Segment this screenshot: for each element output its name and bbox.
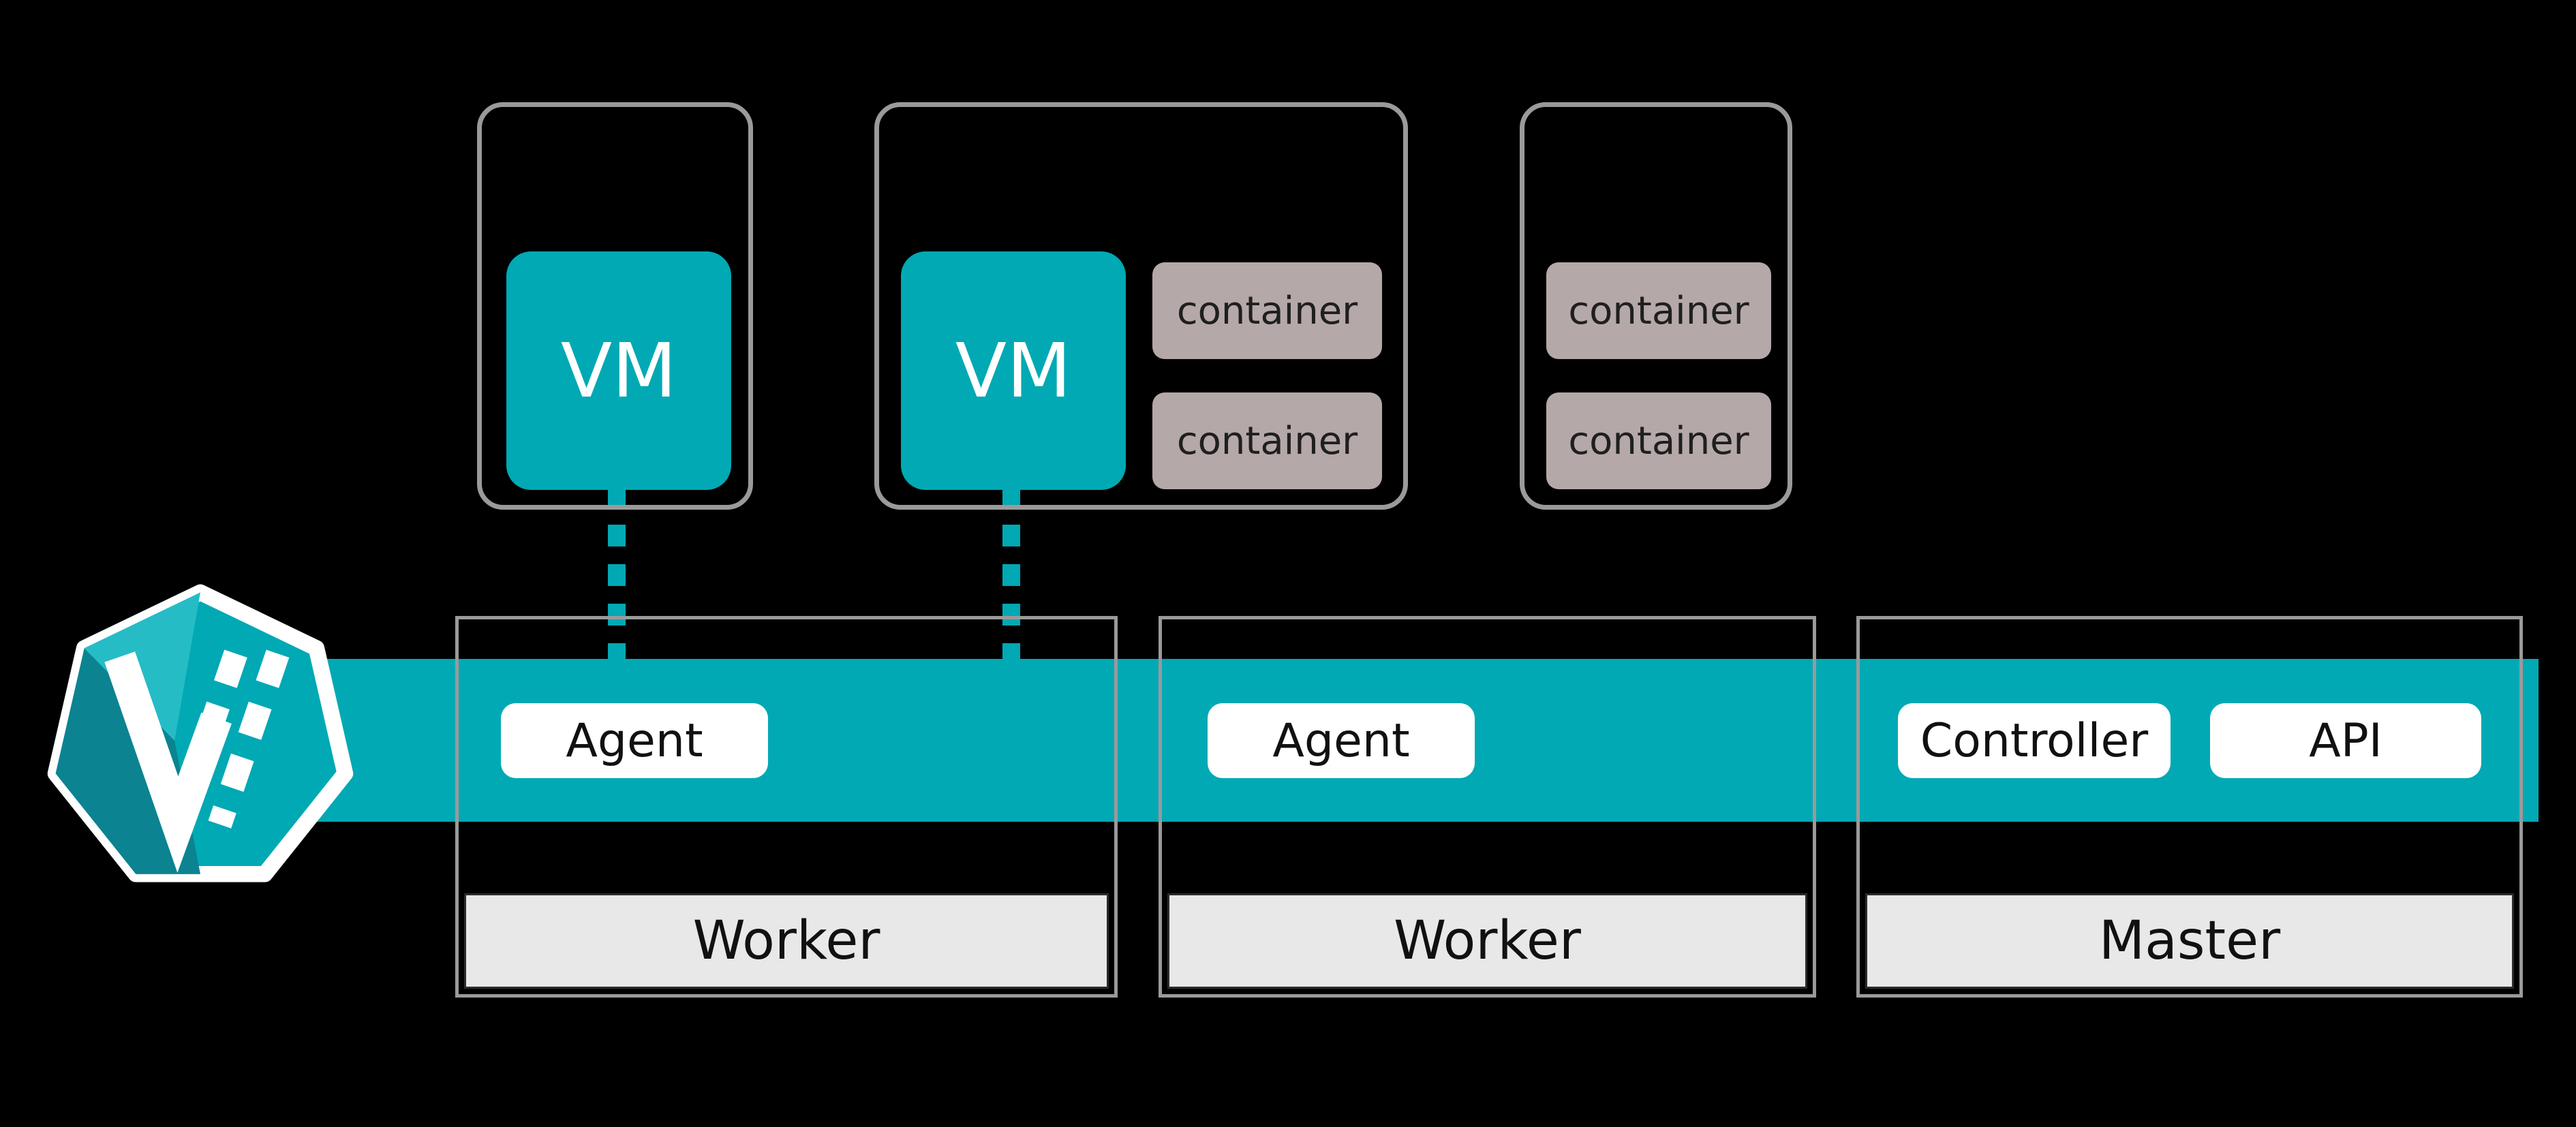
container-chip: container <box>1546 392 1771 489</box>
vm-box-1: VM <box>506 251 731 490</box>
node-worker-2: Worker <box>1159 616 1816 998</box>
node-role-bar: Worker <box>1167 893 1807 989</box>
logo-facet-light <box>84 592 200 741</box>
node-role-label: Worker <box>1394 910 1581 972</box>
logo-dash-stroke-1 <box>172 649 247 809</box>
agent-pill-worker-2: Agent <box>1208 703 1475 778</box>
service-label: Agent <box>1272 713 1410 768</box>
container-chip: container <box>1152 262 1382 359</box>
node-master: Master <box>1856 616 2523 998</box>
node-role-bar: Master <box>1865 893 2514 989</box>
node-worker-1: Worker <box>455 616 1118 998</box>
vm-connector-dotted-line-1 <box>608 485 626 659</box>
api-pill-master: API <box>2210 703 2481 778</box>
vm-label: VM <box>560 327 677 414</box>
logo-dash-stroke-2 <box>208 649 290 829</box>
node-role-label: Master <box>2098 910 2281 972</box>
vm-box-2: VM <box>901 251 1126 490</box>
vm-connector-dotted-line-2 <box>1002 485 1020 659</box>
node-role-bar: Worker <box>464 893 1109 989</box>
service-label: Agent <box>566 713 703 768</box>
vm-label: VM <box>955 327 1072 414</box>
container-chip: container <box>1546 262 1771 359</box>
controller-pill-master: Controller <box>1898 703 2171 778</box>
service-label: Controller <box>1920 713 2149 768</box>
service-label: API <box>2309 713 2382 768</box>
agent-pill-worker-1: Agent <box>501 703 768 778</box>
pod-vm-and-containers: VM container container <box>874 102 1408 510</box>
node-role-label: Worker <box>692 910 880 972</box>
logo-v-stroke <box>104 651 232 873</box>
container-chip: container <box>1152 392 1382 489</box>
kubevirt-logo <box>47 584 354 882</box>
pod-vm-only: VM <box>477 102 753 510</box>
pod-containers-only: container container <box>1520 102 1792 510</box>
